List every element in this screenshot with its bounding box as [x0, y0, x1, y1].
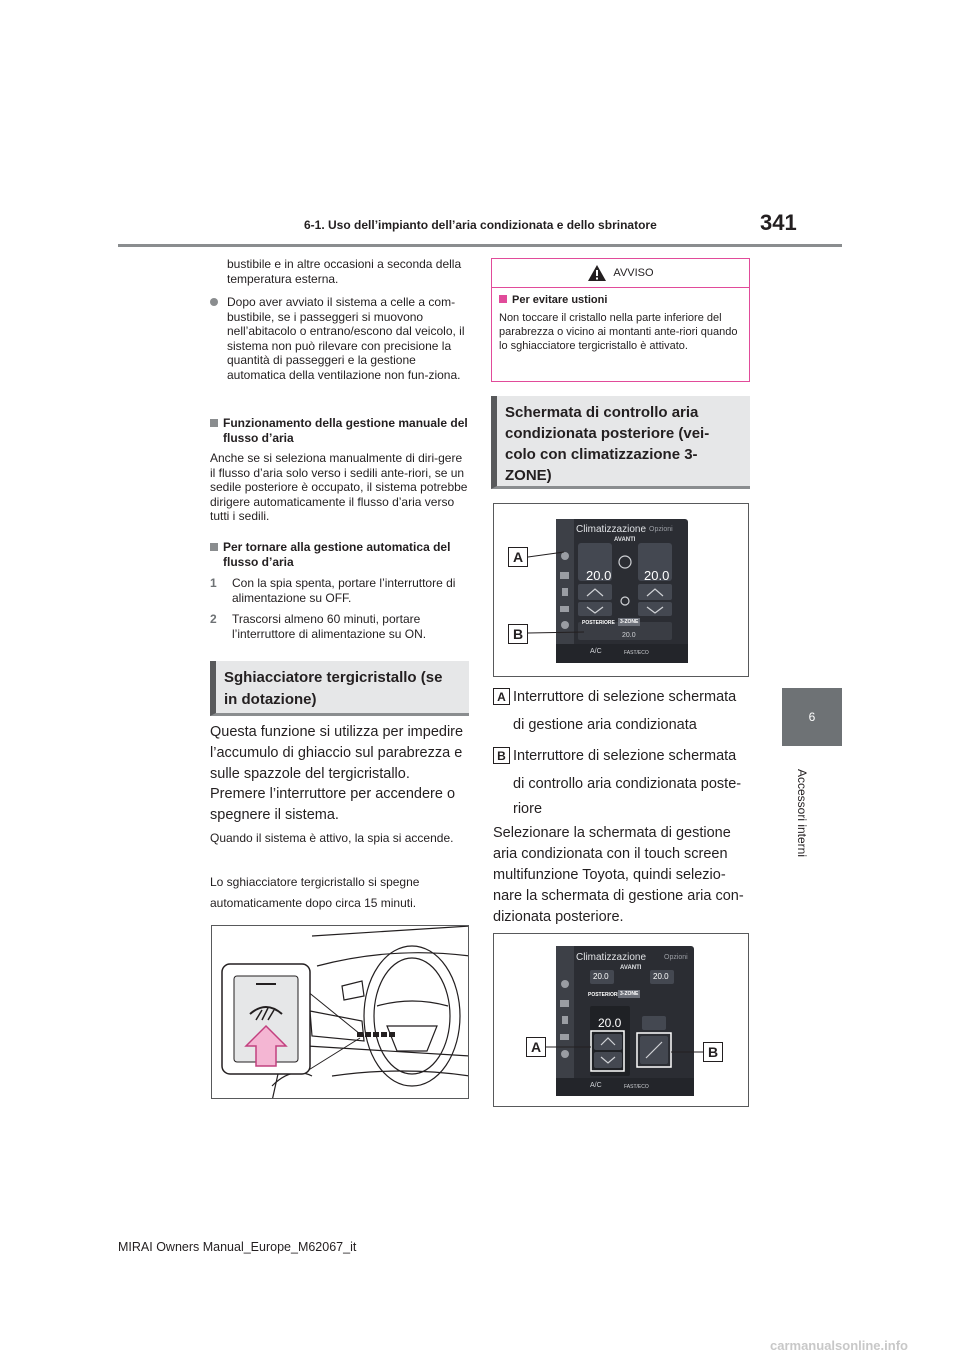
bullet-text: Dopo aver avviato il sistema a celle a c…: [227, 295, 465, 382]
section-heading-wiper-deicer: Sghiacciatore tergicristallo (se in dota…: [210, 661, 469, 716]
step-number: 1: [210, 576, 217, 590]
screen1-title: Climatizzazione: [576, 524, 647, 535]
screen2-zone-button[interactable]: 3-ZONE: [618, 990, 641, 998]
climate-screen-figure-1: Climatizzazione Opzioni AVANTI 20.0 20.0…: [493, 503, 749, 677]
screen1-front-label: AVANTI: [614, 537, 636, 543]
header-rule: [118, 244, 842, 247]
subheading-auto: Per tornare alla gestione automatica del…: [210, 540, 468, 569]
screen1-options-button[interactable]: Opzioni: [649, 526, 673, 533]
paragraph-select-screen: Selezionare la schermata di gestione ari…: [493, 825, 744, 925]
screen2-front-label: AVANTI: [620, 965, 642, 971]
screen1-rear-temp: 20.0: [622, 632, 636, 639]
step-2: 2 Trascorsi almeno 60 minuti, portare l’…: [210, 612, 468, 641]
warning-box: AVVISO Per evitare ustioni Non toccare i…: [491, 258, 750, 382]
paragraph-manual: Anche se si seleziona manualmente di dir…: [210, 451, 468, 523]
chapter-title: Accessori interni: [795, 768, 809, 858]
warning-body: Per evitare ustioni Non toccare il crist…: [492, 288, 749, 358]
paragraph-continued: bustibile e in altre occasioni a seconda…: [227, 257, 462, 286]
callout-lines-1: [527, 551, 585, 634]
warning-header: AVVISO: [492, 259, 749, 288]
subheading-manual: Funzionamento della gestione manuale del…: [210, 416, 468, 445]
watermark: carmanualsonline.info: [770, 1338, 908, 1353]
paragraph-auto-off: Lo sghiacciatore tergicristallo si spegn…: [210, 875, 420, 910]
legend-b-line1: Interruttore di selezione schermata: [513, 748, 737, 764]
chapter-tab: 6: [782, 688, 842, 746]
heading-square: [210, 419, 218, 427]
dashboard-drawing: [221, 926, 468, 1098]
screen2-rear-button[interactable]: POSTERIORE: [588, 992, 621, 998]
legend-b-line3: riore: [513, 801, 543, 817]
paragraph-press: Premere l’interruttore per accendere o s…: [210, 786, 456, 823]
screen2-fast-button[interactable]: FAST/ECO: [624, 1084, 649, 1090]
chapter-title-vertical: Accessori interni: [792, 758, 812, 868]
legend-a-line2: di gestione aria condizionata: [513, 717, 697, 733]
screen1-ac-button[interactable]: A/C: [590, 648, 602, 655]
callout-lines-2: [546, 1046, 703, 1053]
climate-screen-1: [556, 519, 688, 663]
legend-a-line1: Interruttore di selezione schermata: [513, 689, 737, 705]
warning-heading: Per evitare ustioni: [499, 293, 742, 307]
callout-b-2: B: [703, 1042, 723, 1062]
subheading-text: Per tornare alla gestione automatica del…: [223, 540, 451, 569]
screen2-temp-right: 20.0: [653, 972, 669, 981]
screen1-temp-right: 20.0: [644, 568, 670, 583]
chapter-number: 6: [808, 710, 816, 724]
callout-a: A: [508, 547, 528, 567]
bullet-passengers: Dopo aver avviato il sistema a celle a c…: [210, 295, 468, 382]
climate-screen-2: [556, 946, 694, 1096]
page-number: 341: [760, 210, 797, 235]
footer-document-id: MIRAI Owners Manual_Europe_M62067_it: [118, 1240, 357, 1254]
climate-screen-figure-2: Climatizzazione Opzioni AVANTI 20.0 20.0…: [493, 933, 749, 1107]
warning-text: Non toccare il cristallo nella parte inf…: [499, 312, 738, 352]
screen2-title: Climatizzazione: [576, 952, 647, 963]
warning-title: AVVISO: [613, 267, 654, 279]
paragraph-function: Questa funzione si utilizza per impedire…: [210, 724, 464, 782]
screen2-ac-button[interactable]: A/C: [590, 1082, 602, 1089]
screen2-options-button[interactable]: Opzioni: [664, 954, 688, 961]
step-text: Trascorsi almeno 60 minuti, portare l’in…: [232, 612, 427, 641]
screen1-rear-button[interactable]: POSTERIORE: [582, 620, 615, 626]
callout-b: B: [508, 624, 528, 644]
heading-square: [210, 543, 218, 551]
legend-b-box: B: [493, 747, 510, 764]
step-text: Con la spia spenta, portare l’interrutto…: [232, 576, 456, 605]
legend-a-box: A: [493, 688, 510, 705]
bullet-dot: [210, 298, 218, 306]
running-header: 6-1. Uso dell’impianto dell’aria condizi…: [304, 218, 657, 232]
warning-heading-square: [499, 295, 507, 303]
subheading-text: Funzionamento della gestione manuale del…: [223, 416, 468, 445]
step-number: 2: [210, 612, 217, 626]
section-heading-rear-ac: Schermata di controllo aria condizionata…: [491, 396, 750, 489]
screen1-temp-left: 20.0: [586, 568, 612, 583]
callout-a-2: A: [526, 1037, 546, 1057]
screen1-fast-button[interactable]: FAST/ECO: [624, 650, 649, 656]
deicer-switch-illustration: [211, 925, 469, 1099]
step-1: 1 Con la spia spenta, portare l’interrut…: [210, 576, 468, 605]
screen2-temp-left: 20.0: [593, 972, 609, 981]
warning-triangle-icon: [588, 265, 607, 281]
legend-b-line2: di controllo aria condizionata poste-: [513, 776, 742, 792]
paragraph-indicator: Quando il sistema è attivo, la spia si a…: [210, 831, 454, 845]
screen1-zone-button[interactable]: 3-ZONE: [618, 618, 641, 626]
screen2-rear-temp: 20.0: [598, 1016, 622, 1030]
